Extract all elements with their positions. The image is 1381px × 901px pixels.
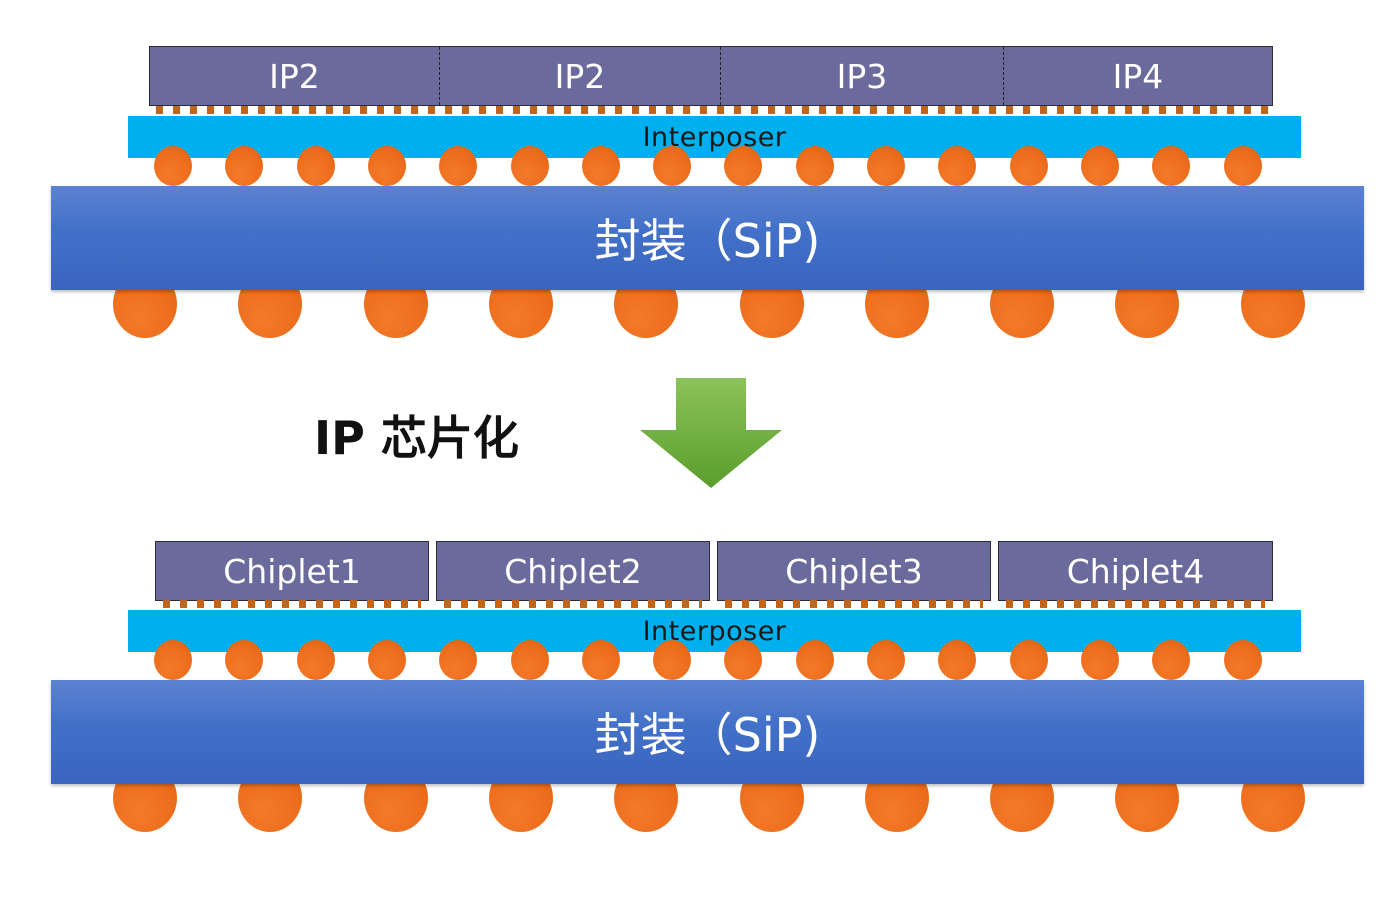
ip-block-2: IP2	[440, 47, 721, 105]
c4-bump	[439, 640, 478, 680]
ip-block-4: IP4	[1112, 56, 1164, 96]
c4-bump	[581, 640, 620, 680]
c4-bump	[795, 146, 834, 186]
down-arrow-icon	[640, 378, 782, 488]
c4-bump	[867, 146, 905, 186]
chiplet-3: Chiplet3	[717, 541, 991, 601]
c4-bump	[653, 146, 692, 186]
c4-bump	[367, 640, 406, 680]
c4-bump	[296, 146, 335, 186]
micro-bumps	[444, 600, 702, 608]
chiplet-1: Chiplet1	[155, 541, 429, 601]
micro-bumps	[725, 600, 983, 608]
c4-bump	[867, 640, 905, 680]
c4-bump	[225, 640, 264, 680]
c4-bump	[439, 146, 478, 186]
micro-bumps	[1006, 600, 1265, 608]
c4-bump	[510, 146, 549, 186]
c4-bump	[225, 146, 264, 186]
c4-bump	[1009, 640, 1048, 680]
chiplet-2: Chiplet2	[436, 541, 710, 601]
c4-bump	[938, 640, 977, 680]
micro-bumps	[163, 600, 421, 608]
ip-block-1: IP2	[150, 47, 440, 105]
c4-bump	[724, 146, 763, 186]
c4-bump	[1009, 146, 1048, 186]
monolithic-sip-stack: IP2 IP2 IP3 IP4 Interposer 封装（SiP)	[0, 0, 1381, 340]
chiplet-sip-stack: Chiplet1 Chiplet2 Chiplet3 Chiplet4 Inte…	[0, 494, 1381, 834]
package-substrate: 封装（SiP)	[51, 186, 1364, 290]
micro-bumps	[156, 106, 1274, 114]
c4-bump	[795, 640, 834, 680]
chipletization-label: IP 芯片化	[314, 411, 519, 465]
c4-bump	[1152, 640, 1191, 680]
c4-bump	[1080, 640, 1119, 680]
c4-bump	[724, 640, 763, 680]
chiplet-4: Chiplet4	[998, 541, 1273, 601]
c4-bump	[154, 640, 192, 680]
c4-bump	[296, 640, 335, 680]
c4-bump	[1223, 146, 1262, 186]
ip-block-3: IP3	[721, 47, 1004, 105]
c4-bump	[154, 146, 192, 186]
c4-bump	[581, 146, 620, 186]
c4-bump	[1080, 146, 1119, 186]
c4-bump	[653, 640, 692, 680]
c4-bump	[1152, 146, 1191, 186]
package-substrate: 封装（SiP)	[51, 680, 1364, 784]
c4-bump	[510, 640, 549, 680]
c4-bump	[938, 146, 977, 186]
monolithic-die: IP2 IP2 IP3 IP4	[149, 46, 1273, 106]
c4-bump	[367, 146, 406, 186]
c4-bump	[1223, 640, 1262, 680]
